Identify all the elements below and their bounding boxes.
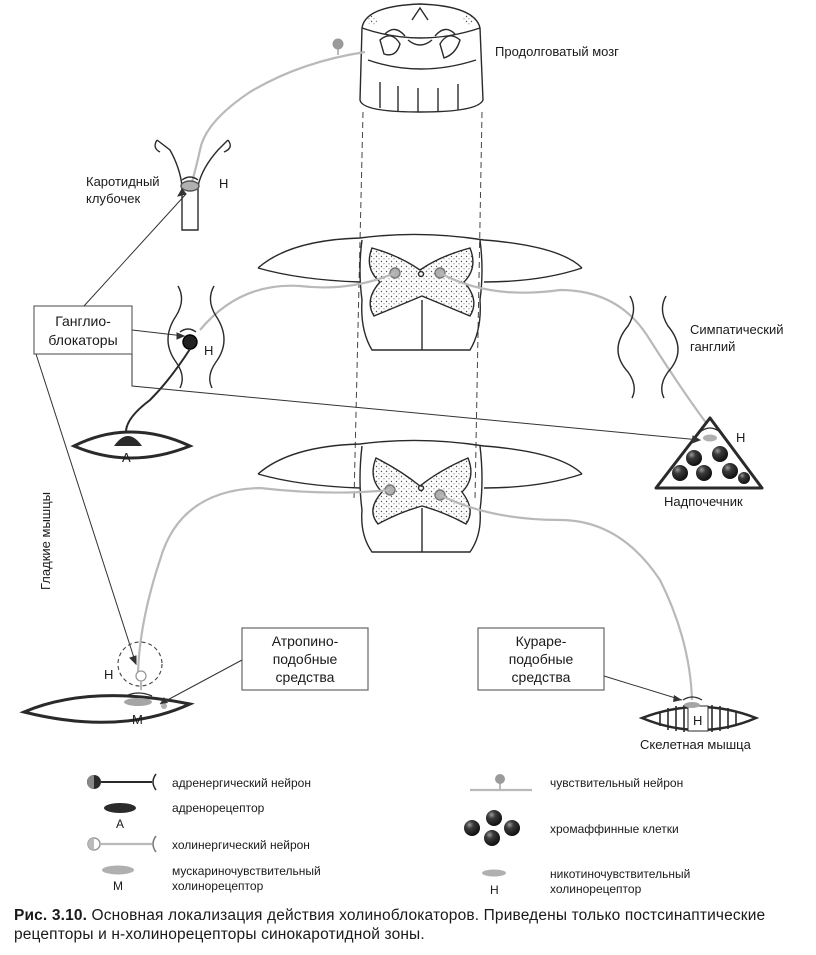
atropine-line2: подобные: [273, 651, 338, 667]
spinal-cord-section-lower: [257, 439, 583, 553]
legend: адренергический нейрон А адренорецептор …: [87, 773, 690, 897]
ganglioblockers-line2: блокаторы: [48, 332, 117, 348]
legend-nicotinic-line1: никотиночувствительный: [550, 867, 690, 881]
diagram-canvas: Каротидный клубочек Н Продолговатый мозг: [19, 3, 784, 897]
carotid-label-line2: клубочек: [86, 191, 140, 206]
sympathetic-label-line1: Симпатический: [690, 322, 784, 337]
atropine-box: Атропино- подобные средства: [159, 627, 369, 705]
ganglioblockers-pointers: [35, 188, 702, 666]
legend-nicotinic-line2: холинорецептор: [550, 882, 642, 896]
smooth-muscle-vertical-label: Гладкие мышцы: [38, 492, 53, 590]
legend-chromaffin: хромаффинные клетки: [550, 822, 679, 836]
legend-muscarinic-letter: М: [113, 879, 123, 893]
projection-dashed-lines: [353, 111, 483, 501]
sensory-neuron: [190, 38, 366, 183]
smooth-muscle-lower: [19, 641, 195, 724]
medulla-label: Продолговатый мозг: [495, 44, 619, 59]
legend-nicotinic-letter: Н: [490, 883, 499, 897]
carotid-receptor-letter: Н: [219, 176, 228, 191]
curare-line1: Кураре-: [516, 633, 567, 649]
adrenal-label: Надпочечник: [664, 494, 743, 509]
sympathetic-ganglion-right: [617, 295, 679, 399]
caption-label: Рис. 3.10.: [14, 907, 88, 924]
ganglioblockers-box: Ганглио- блокаторы: [33, 305, 133, 355]
legend-adrenoreceptor: адренорецептор: [172, 801, 265, 815]
ganglioblockers-line1: Ганглио-: [55, 313, 111, 329]
legend-cholinergic-neuron: холинергический нейрон: [172, 838, 310, 852]
skeletal-label: Скелетная мышца: [640, 737, 752, 752]
legend-adrenergic-neuron-symbol: [87, 773, 157, 791]
carotid-label-line1: Каротидный: [86, 174, 160, 189]
smooth-muscle-upper: [70, 430, 194, 460]
atropine-line1: Атропино-: [272, 633, 339, 649]
curare-line3: средства: [512, 669, 571, 685]
legend-cholinergic-neuron-symbol: [87, 835, 157, 853]
caption-text: Основная локализация действия холиноблок…: [14, 907, 766, 943]
spinal-cord-section-upper: [257, 233, 583, 351]
adrenal-receptor-letter: Н: [736, 430, 745, 445]
smooth-upper-receptor-letter: А: [122, 450, 131, 465]
ganglion-receptor-letter: Н: [204, 343, 213, 358]
legend-muscarinic-symbol: [102, 865, 134, 875]
skeletal-muscle-illustration: [638, 696, 760, 732]
legend-adrenoreceptor-letter: А: [116, 817, 124, 831]
curare-box: Кураре- подобные средства: [477, 627, 683, 702]
smooth-lower-receptor-m: М: [132, 712, 143, 727]
figure-caption: Рис. 3.10. Основная локализация действия…: [14, 906, 810, 944]
legend-sensory-neuron: чувствительный нейрон: [550, 776, 683, 790]
sympathetic-label-line2: ганглий: [690, 339, 735, 354]
curare-line2: подобные: [509, 651, 574, 667]
legend-muscarinic-line1: мускариночувствительный: [172, 864, 321, 878]
legend-chromaffin-symbol: [464, 810, 520, 846]
skeletal-receptor-letter: Н: [693, 713, 702, 728]
legend-muscarinic-line2: холинорецептор: [172, 879, 264, 893]
legend-adrenergic-neuron: адренергический нейрон: [172, 776, 311, 790]
carotid-body-illustration: [154, 139, 231, 231]
legend-nicotinic-symbol: [482, 869, 506, 877]
atropine-line3: средства: [276, 669, 335, 685]
adrenal-gland-illustration: [654, 416, 764, 490]
sympathetic-ganglion-left: [125, 285, 225, 433]
medulla-oblongata-illustration: [359, 3, 484, 113]
cholinergic-pathways: [136, 271, 711, 701]
legend-sensory-neuron-symbol: [470, 774, 532, 792]
smooth-lower-receptor-n: Н: [104, 667, 113, 682]
legend-adrenoreceptor-symbol: [104, 803, 136, 813]
